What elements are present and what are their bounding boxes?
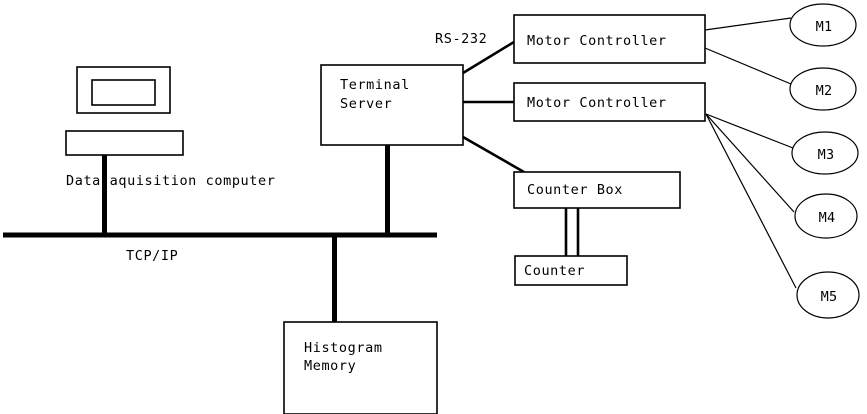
counter-rect <box>514 255 628 286</box>
link-motor-controller-2-to-m4 <box>705 113 795 213</box>
counter-box-rect <box>513 171 681 209</box>
motor-controller-2-label: Motor Controller <box>527 95 667 111</box>
histogram-memory-node: Histogram Memory <box>283 321 438 414</box>
motor-m1-label: M1 <box>816 19 833 35</box>
terminal-server-box <box>320 64 464 146</box>
motor-m2: M2 <box>789 67 857 111</box>
link-terminal-server-to-motor-controller-1 <box>462 40 515 75</box>
computer-label: Data aquisition computer <box>66 173 275 189</box>
histogram-memory-label-line1: Histogram <box>304 340 383 356</box>
motor-m4-ellipse <box>794 193 858 239</box>
motor-m3-label: M3 <box>818 147 835 163</box>
computer-base-icon <box>65 130 184 156</box>
link-motor-controller-1-to-m2 <box>704 47 792 85</box>
motor-m2-ellipse <box>789 67 857 111</box>
motor-m5: M5 <box>796 271 860 319</box>
motor-m5-label: M5 <box>821 289 838 305</box>
motor-controller-2-box <box>513 82 706 122</box>
motor-m1-ellipse <box>789 3 857 47</box>
rs232-label: RS-232 <box>435 31 487 47</box>
terminal-server-label-line1: Terminal <box>340 77 410 93</box>
counter-label: Counter <box>524 263 585 279</box>
counter-box-label: Counter Box <box>527 182 623 198</box>
counter-box-node: Counter Box <box>513 171 681 209</box>
monitor-screen-icon <box>91 79 156 106</box>
motor-controller-1-label: Motor Controller <box>527 33 667 49</box>
motor-m4-label: M4 <box>819 210 836 226</box>
motor-controller-1-box <box>513 14 706 64</box>
motor-m5-ellipse <box>796 271 860 319</box>
histogram-memory-box <box>283 321 438 414</box>
terminal-server-label-line2: Server <box>340 96 392 112</box>
counter-node: Counter <box>514 255 628 286</box>
link-motor-controller-2-to-m3 <box>705 113 794 149</box>
data-acquisition-computer: Data aquisition computer <box>65 66 275 189</box>
motor-m3: M3 <box>791 131 859 175</box>
terminal-server-node: Terminal Server <box>320 64 464 146</box>
motor-m1: M1 <box>789 3 857 47</box>
motor-controller-2-node: Motor Controller <box>513 82 706 122</box>
link-motor-controller-2-to-m5 <box>705 113 797 289</box>
motor-controller-1-node: Motor Controller <box>513 14 706 64</box>
link-terminal-server-to-counter-box <box>462 135 525 174</box>
motor-m2-label: M2 <box>816 83 833 99</box>
histogram-memory-label-line2: Memory <box>304 358 356 374</box>
motor-m3-ellipse <box>791 131 859 175</box>
motor-m4: M4 <box>794 193 858 239</box>
tcpip-label: TCP/IP <box>126 248 178 264</box>
link-motor-controller-1-to-m1 <box>704 17 792 31</box>
